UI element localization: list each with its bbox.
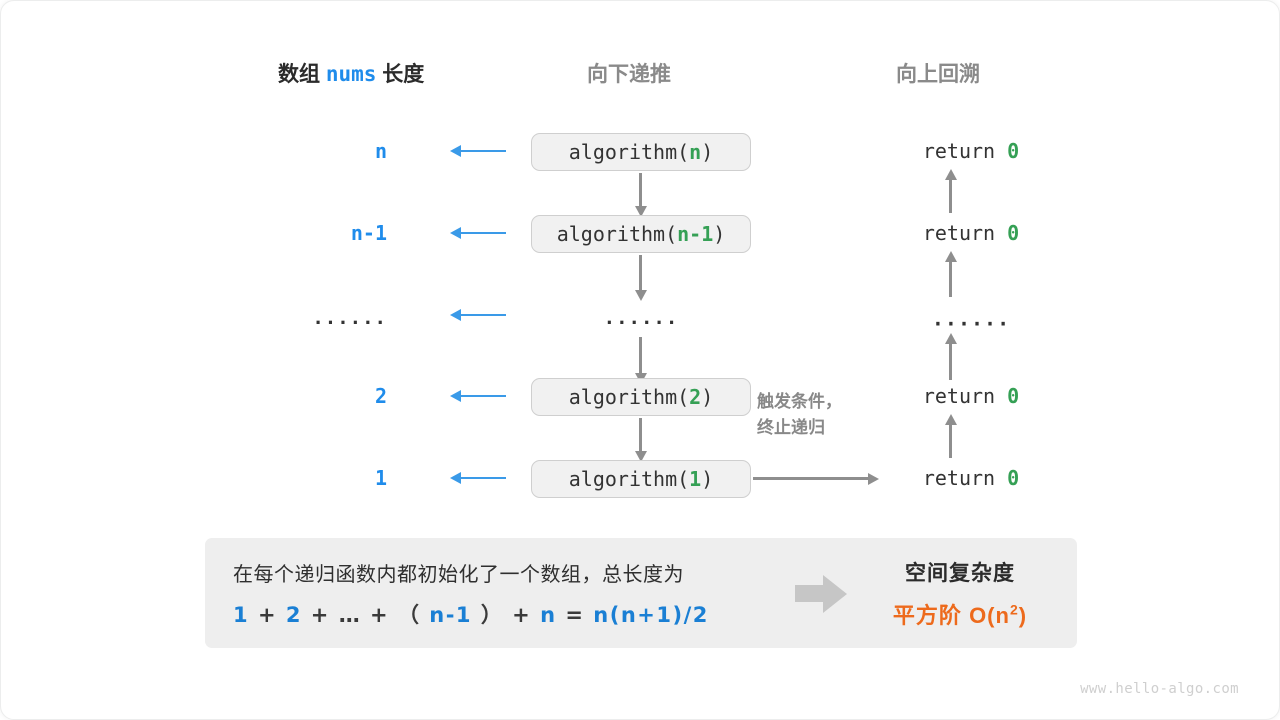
call-box-row-1[interactable]: algorithm(n) [531, 133, 751, 171]
return-value: 0 [1007, 384, 1020, 408]
call-text-prefix: algorithm( [568, 467, 690, 491]
header-array-length: 数组 nums 长度 [278, 58, 424, 88]
call-arg: n-1 [677, 222, 714, 246]
implies-arrow-icon [795, 573, 851, 613]
call-text-prefix: algorithm( [568, 385, 690, 409]
return-row-4: return 0 [891, 384, 1051, 408]
return-row-2: return 0 [891, 221, 1051, 245]
complexity-order-name: 平方阶 [892, 602, 962, 628]
length-value-row-3: ······ [312, 312, 387, 334]
call-text-suffix: ) [713, 222, 726, 246]
down-arrow-1 [635, 173, 647, 217]
termination-note-line-2: 终止递归 [757, 418, 825, 438]
formula-token-3: + [310, 602, 330, 627]
formula-token-12: n(n+1)/2 [593, 602, 709, 627]
formula-token-0: 1 [233, 602, 250, 627]
termination-note-line-1: 触发条件， [757, 392, 842, 411]
formula-token-2: 2 [285, 602, 302, 627]
length-arrow-row-3 [450, 308, 506, 322]
return-keyword: return [922, 384, 996, 408]
summary-right: 空间复杂度 平方阶 O(n2) [861, 557, 1077, 630]
call-text-prefix: algorithm( [568, 140, 690, 164]
up-arrow-3 [945, 333, 957, 380]
call-text-suffix: ) [701, 140, 714, 164]
summary-description: 在每个递归函数内都初始化了一个数组，总长度为 [233, 563, 684, 586]
formula-token-1: + [257, 602, 278, 627]
call-box-row-2[interactable]: algorithm(n-1) [531, 215, 751, 253]
call-arg: n [689, 140, 702, 164]
summary-formula: 1 + 2 + … + （ n-1 ） + n = n(n+1)/2 [233, 599, 795, 629]
up-arrow-1 [945, 169, 957, 213]
length-arrow-row-4 [450, 389, 506, 403]
complexity-exponent: 2 [1009, 601, 1019, 618]
call-arg: 1 [689, 467, 702, 491]
call-text-prefix: algorithm( [556, 222, 678, 246]
complexity-notation-open: O(n [969, 602, 1010, 628]
formula-token-7: n-1 [429, 602, 473, 627]
complexity-title: 空间复杂度 [905, 561, 1015, 585]
complexity-notation-close: ) [1018, 602, 1028, 628]
complexity-value: 平方阶 O(n2) [861, 598, 1059, 630]
call-box-row-4[interactable]: algorithm(2) [531, 378, 751, 416]
up-arrow-4 [945, 414, 957, 458]
formula-token-11: = [565, 602, 585, 627]
down-arrow-2 [635, 255, 647, 301]
return-keyword: return [922, 466, 996, 490]
return-value: 0 [1007, 139, 1020, 163]
up-arrow-2 [945, 251, 957, 297]
return-dots-row-3: ······ [931, 312, 1011, 336]
formula-token-8: ） [480, 602, 504, 627]
return-value: 0 [1007, 466, 1020, 490]
length-value-row-5: 1 [374, 466, 387, 490]
complexity-notation: O(n2) [969, 601, 1028, 628]
return-row-5: return 0 [891, 466, 1051, 490]
length-arrow-row-2 [450, 226, 506, 240]
call-box-row-5[interactable]: algorithm(1) [531, 460, 751, 498]
call-dots-row-3: ······ [603, 312, 679, 334]
return-row-1: return 0 [891, 139, 1051, 163]
return-keyword: return [922, 139, 996, 163]
formula-token-5: + [370, 602, 390, 627]
header-array-suffix: 长度 [382, 63, 425, 86]
header-recurse-down: 向下递推 [587, 63, 671, 86]
summary-panel: 在每个递归函数内都初始化了一个数组，总长度为 1 + 2 + … + （ n-1… [205, 538, 1077, 648]
formula-token-6: （ [397, 602, 421, 627]
down-arrow-3 [635, 337, 647, 384]
length-arrow-row-1 [450, 144, 506, 158]
return-value: 0 [1007, 221, 1020, 245]
down-arrow-4 [635, 418, 647, 462]
summary-left: 在每个递归函数内都初始化了一个数组，总长度为 1 + 2 + … + （ n-1… [205, 558, 795, 629]
watermark: www.hello-algo.com [1080, 681, 1239, 697]
length-value-row-4: 2 [374, 384, 387, 408]
formula-token-10: n [540, 602, 557, 627]
call-arg: 2 [689, 385, 702, 409]
formula-token-4: … [338, 602, 362, 627]
header-return-up: 向上回溯 [896, 63, 980, 86]
return-keyword: return [922, 221, 996, 245]
header-array-prefix: 数组 [278, 63, 320, 86]
call-text-suffix: ) [701, 385, 714, 409]
length-value-row-1: n [374, 139, 387, 163]
formula-token-9: + [512, 602, 532, 627]
length-value-row-2: n-1 [350, 221, 387, 245]
call-text-suffix: ) [701, 467, 714, 491]
base-case-arrow [753, 473, 879, 485]
header-array-nums: nums [325, 62, 377, 86]
length-arrow-row-5 [450, 471, 506, 485]
termination-note: 触发条件， 终止递归 [757, 389, 887, 442]
